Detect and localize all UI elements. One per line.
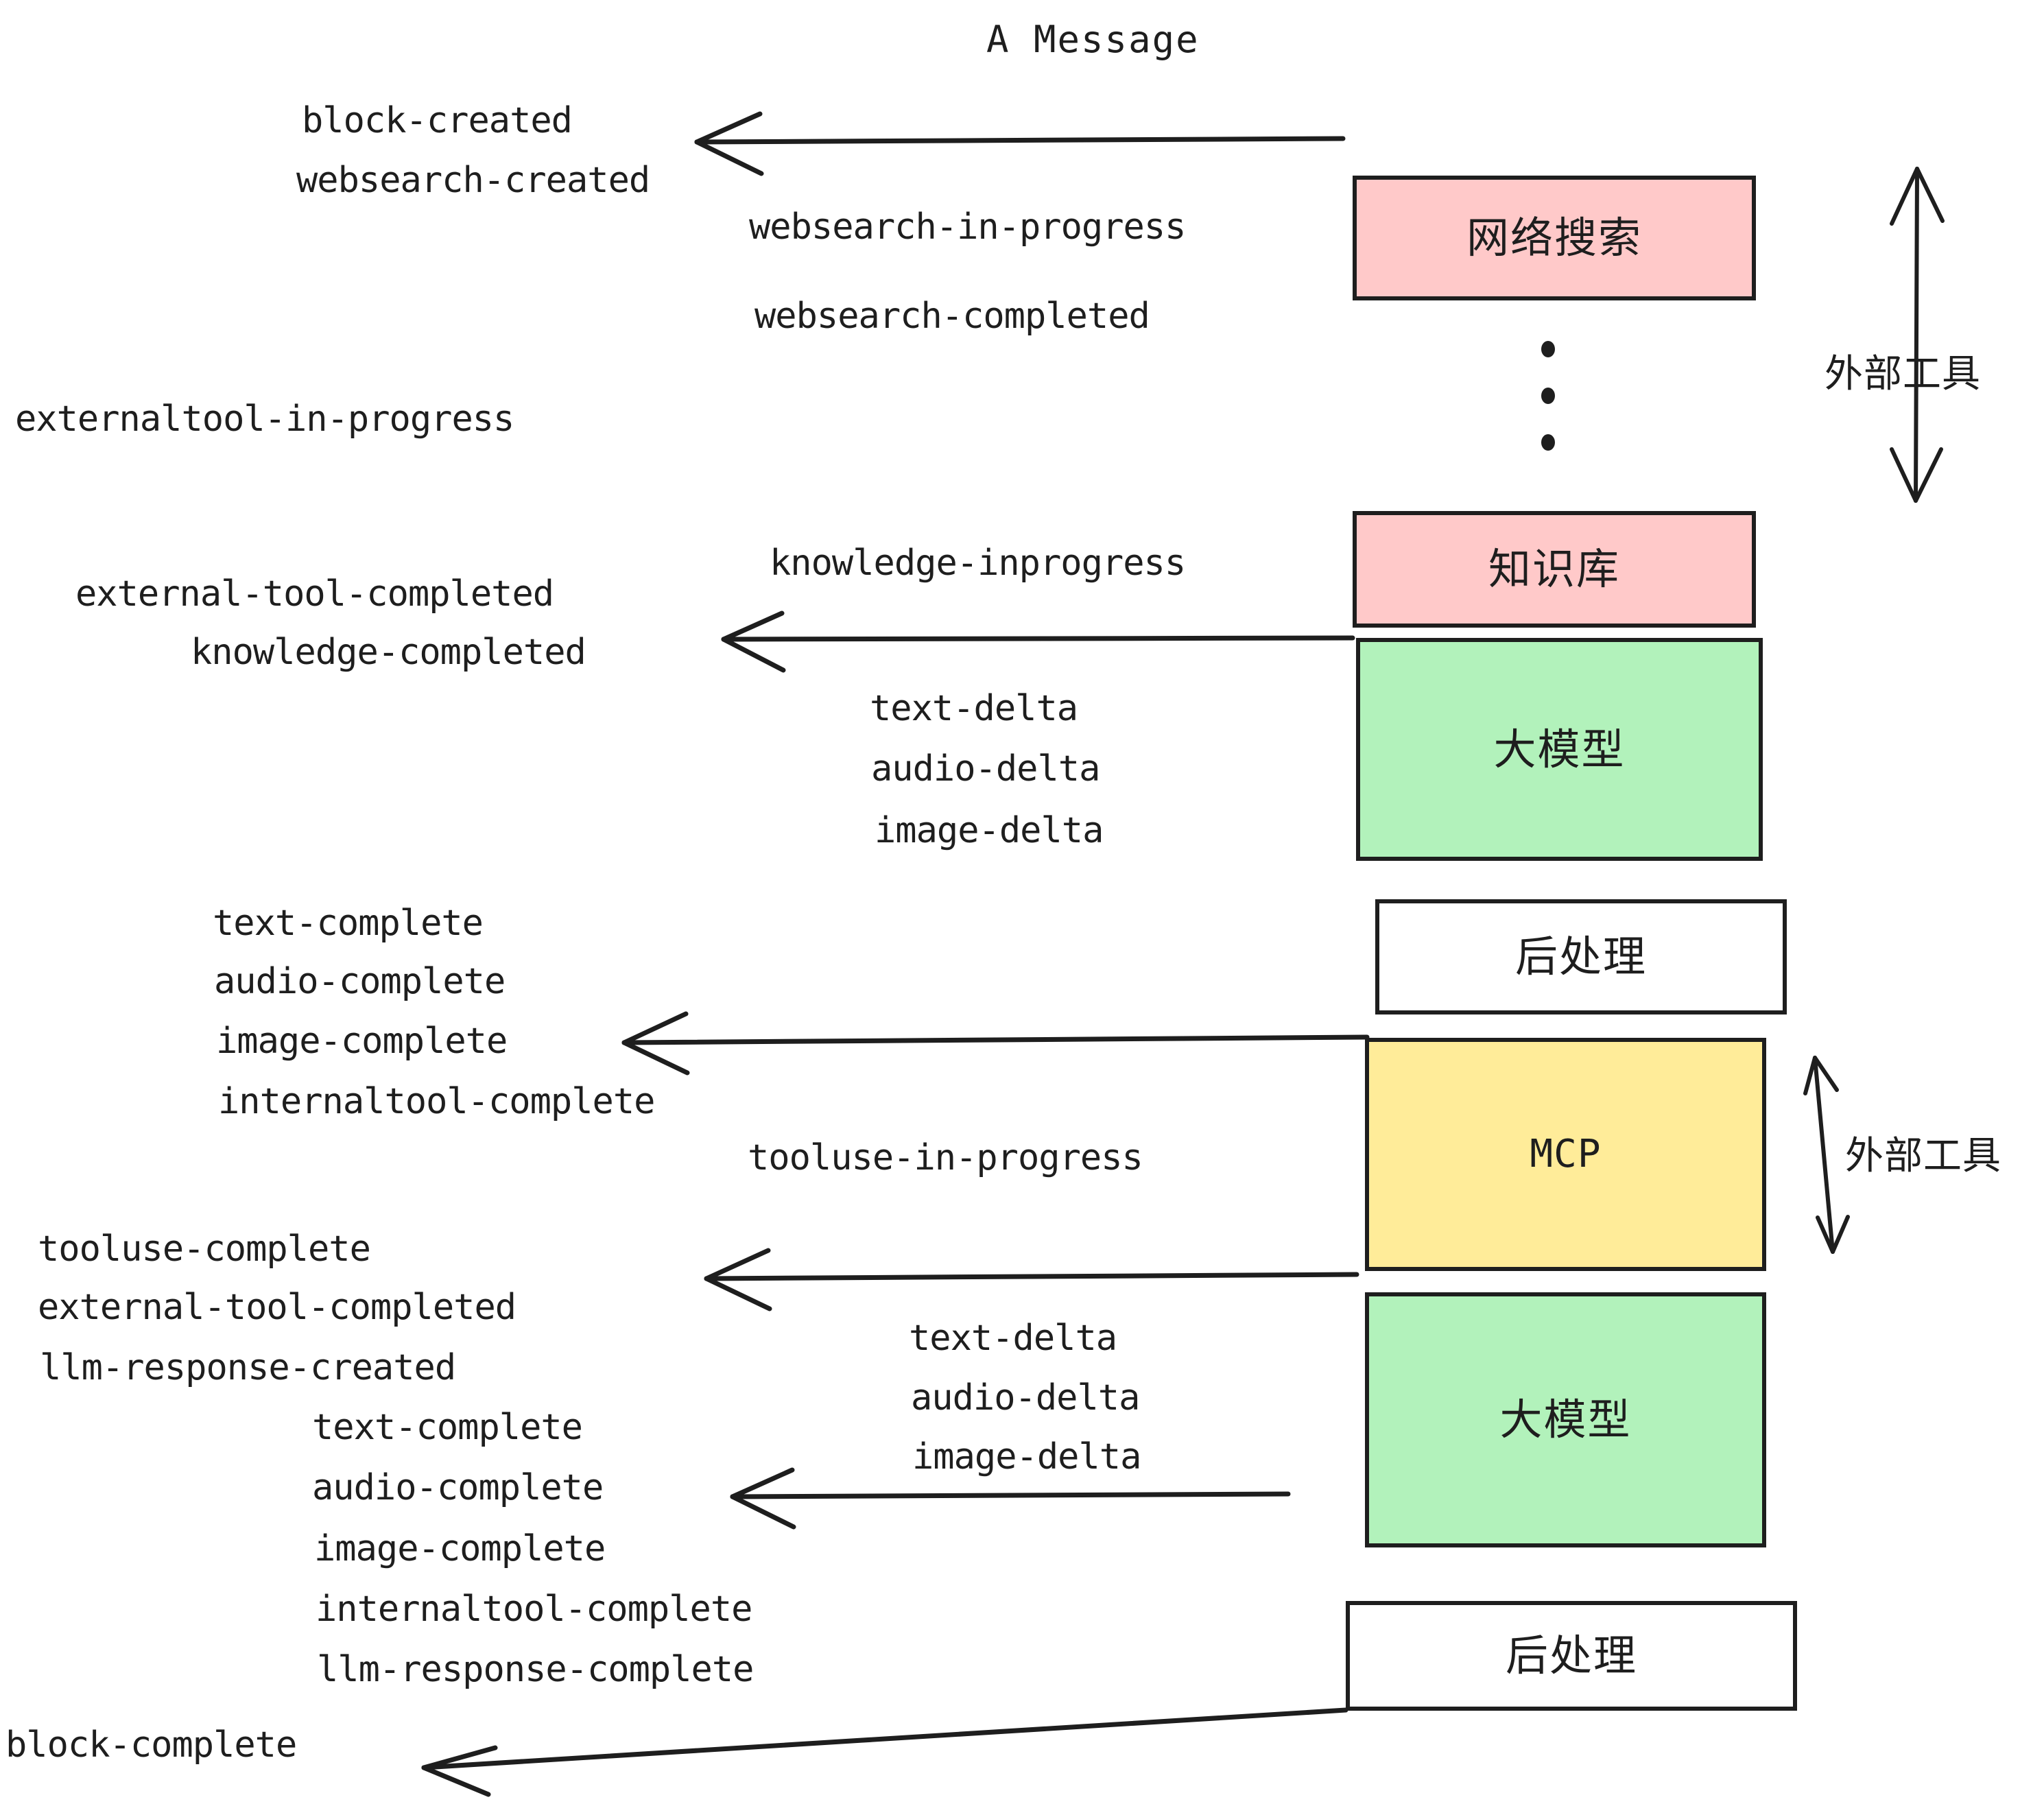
node-llm-top: 大模型 bbox=[1356, 638, 1763, 861]
side-label-external-tool-bottom: 外部工具 bbox=[1845, 1134, 2001, 1178]
event-label: internaltool-complete bbox=[218, 1081, 655, 1122]
event-label: block-complete bbox=[5, 1724, 297, 1766]
side-label-external-tool-top: 外部工具 bbox=[1825, 352, 1981, 396]
arrow-mcp-to-events bbox=[704, 1248, 1359, 1312]
event-label: tooluse-in-progress bbox=[748, 1137, 1143, 1178]
event-label: image-complete bbox=[216, 1021, 508, 1062]
event-label: knowledge-completed bbox=[191, 632, 586, 673]
arrow-postprocess-top-to-events bbox=[621, 1011, 1370, 1076]
arrow-external-tool-bottom bbox=[1803, 1056, 1850, 1254]
event-label: image-complete bbox=[314, 1528, 606, 1569]
event-label: internaltool-complete bbox=[316, 1589, 752, 1630]
event-label: external-tool-completed bbox=[38, 1287, 516, 1328]
arrow-postprocess-bottom-to-block-complete bbox=[421, 1707, 1348, 1797]
event-label: text-delta bbox=[909, 1318, 1117, 1359]
event-label: knowledge-inprogress bbox=[770, 543, 1186, 584]
node-websearch-label: 网络搜索 bbox=[1466, 213, 1642, 263]
event-label: block-created bbox=[302, 100, 573, 141]
ellipsis-vertical-icon bbox=[1540, 341, 1556, 451]
event-label: llm-response-complete bbox=[317, 1649, 754, 1690]
event-label: external-tool-completed bbox=[75, 573, 554, 615]
event-label: image-delta bbox=[875, 810, 1104, 851]
event-label: tooluse-complete bbox=[38, 1229, 371, 1270]
event-label: websearch-in-progress bbox=[749, 206, 1186, 248]
event-label: externaltool-in-progress bbox=[15, 399, 514, 440]
node-mcp-label: MCP bbox=[1530, 1132, 1602, 1176]
event-label: audio-complete bbox=[214, 961, 506, 1002]
node-llm-bottom: 大模型 bbox=[1365, 1292, 1766, 1547]
node-postprocess-top: 后处理 bbox=[1375, 899, 1787, 1014]
event-label: llm-response-created bbox=[40, 1347, 456, 1388]
arrow-llm-top-to-events bbox=[721, 610, 1355, 673]
event-label: text-complete bbox=[312, 1407, 583, 1448]
event-label: websearch-created bbox=[296, 160, 650, 201]
node-postprocess-top-label: 后处理 bbox=[1514, 931, 1647, 982]
event-label: audio-complete bbox=[312, 1467, 604, 1508]
arrow-llm-bottom-to-events bbox=[730, 1467, 1291, 1530]
event-label: websearch-completed bbox=[754, 296, 1150, 337]
arrow-external-tool-top bbox=[1890, 167, 1945, 503]
node-postprocess-bottom: 后处理 bbox=[1346, 1601, 1797, 1711]
node-llm-bottom-label: 大模型 bbox=[1499, 1394, 1632, 1445]
event-label: text-complete bbox=[213, 903, 484, 944]
arrow-websearch-to-events bbox=[694, 111, 1346, 176]
node-llm-top-label: 大模型 bbox=[1493, 724, 1626, 774]
event-label: image-delta bbox=[912, 1436, 1141, 1477]
event-label: audio-delta bbox=[911, 1377, 1140, 1419]
node-knowledge-base: 知识库 bbox=[1353, 511, 1756, 628]
node-mcp: MCP bbox=[1365, 1038, 1766, 1271]
event-label: audio-delta bbox=[871, 748, 1100, 790]
event-label: text-delta bbox=[870, 688, 1078, 729]
node-websearch: 网络搜索 bbox=[1353, 176, 1756, 300]
node-knowledge-base-label: 知识库 bbox=[1488, 544, 1620, 594]
diagram-title: A Message bbox=[986, 18, 1200, 61]
node-postprocess-bottom-label: 后处理 bbox=[1505, 1630, 1637, 1681]
